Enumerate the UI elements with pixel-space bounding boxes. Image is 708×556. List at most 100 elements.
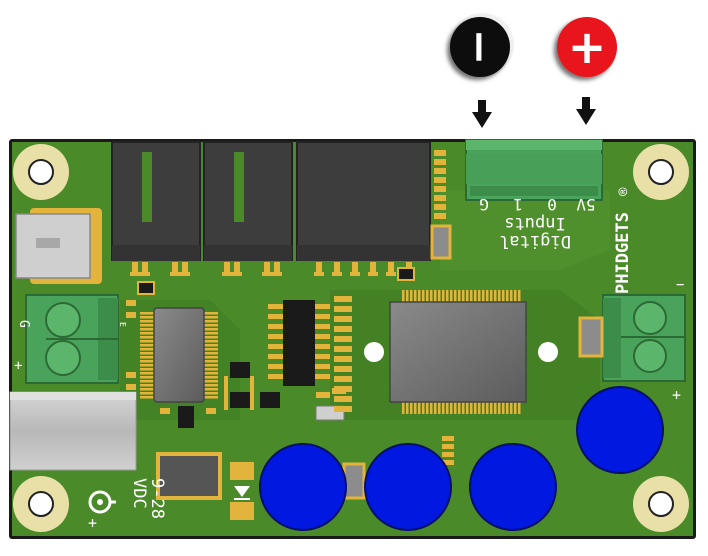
mounting-hole [13, 144, 69, 200]
resistor [442, 444, 454, 449]
chip-pin [430, 402, 433, 414]
small-mark-label: E [118, 322, 127, 327]
chip-pin [204, 392, 218, 395]
chip-pin [490, 402, 493, 414]
chip-pin [140, 364, 154, 367]
chip-pin [414, 402, 417, 414]
chip-pin [140, 388, 154, 391]
pin-label-g: G [479, 195, 489, 214]
chip-pin [140, 324, 154, 327]
chip-pin [140, 320, 154, 323]
chip-pin [418, 402, 421, 414]
chip-pin [466, 402, 469, 414]
chip-pin [442, 402, 445, 414]
connector-pin [352, 262, 358, 272]
logic-chip [268, 300, 330, 386]
connector-pin [224, 262, 230, 272]
chip-pin [438, 402, 441, 414]
microcontroller-chip [389, 290, 527, 414]
resistor [126, 384, 136, 390]
power-unit-label: VDC [129, 478, 149, 509]
chip-pin [494, 402, 497, 414]
chip-pin [486, 402, 489, 414]
connector-pin [142, 262, 148, 272]
chip-pin [315, 364, 330, 369]
inputs-title-line-1: Digital [499, 231, 571, 251]
resistor [334, 346, 352, 352]
chip-pin [466, 290, 469, 302]
chip-pin [268, 334, 283, 339]
chip-pin [506, 290, 509, 302]
chip-pin [474, 290, 477, 302]
minus-marker: − [450, 13, 514, 77]
inductor [156, 452, 222, 500]
resistor [442, 436, 454, 441]
resistor [434, 150, 446, 156]
chip-pin [140, 332, 154, 335]
capacitor [576, 386, 664, 474]
connector-pin [386, 272, 396, 276]
chip-pin [268, 354, 283, 359]
resistor [334, 396, 352, 402]
registered-mark: ® [616, 187, 632, 196]
resistor [334, 366, 352, 372]
chip-pin [454, 402, 457, 414]
connector-pin [332, 272, 342, 276]
chip-pin [514, 290, 517, 302]
resistor [334, 336, 352, 342]
resistor [334, 326, 352, 332]
chip-pin [268, 344, 283, 349]
chip-pin [140, 312, 154, 315]
chip-pin [438, 290, 441, 302]
output-terminal-block [602, 294, 686, 382]
chip-pin [402, 402, 405, 414]
arrow-down-icon [576, 97, 596, 125]
chip-pin [474, 402, 477, 414]
connector-pin [274, 262, 280, 272]
chip-pin [268, 314, 283, 319]
mounting-hole [633, 144, 689, 200]
chip-pin [140, 356, 154, 359]
chip-pin [140, 368, 154, 371]
chip-pin [204, 388, 218, 391]
resistor [442, 460, 454, 465]
chip-pin [426, 402, 429, 414]
driver-chip [140, 307, 218, 403]
chip-pin [470, 290, 473, 302]
chip-pin [315, 314, 330, 319]
resistor [126, 372, 136, 378]
chip-pin [502, 290, 505, 302]
plus-marker: + [557, 17, 617, 77]
connector-pin [368, 272, 378, 276]
power-range-label: 9-28 [147, 478, 167, 519]
chip-pin [315, 374, 330, 379]
chip-pin [140, 336, 154, 339]
resistor [434, 159, 446, 165]
chip-pin [506, 402, 509, 414]
digital-inputs-label: Digital Inputs 5V 0 1 G [479, 195, 595, 251]
chip-pin [422, 290, 425, 302]
chip-pin [446, 290, 449, 302]
arrow-down-icon [472, 100, 492, 128]
chip-pin [430, 290, 433, 302]
resistor [206, 408, 216, 414]
chip-pin [510, 290, 513, 302]
chip-pin [204, 352, 218, 355]
connector-pin [172, 262, 178, 272]
chip-pin [450, 290, 453, 302]
connector-pin [130, 272, 140, 276]
chip-pin [442, 290, 445, 302]
chip-pin [458, 402, 461, 414]
resistor [434, 186, 446, 192]
chip-pin [315, 344, 330, 349]
resistor [434, 213, 446, 219]
connector-pin [234, 262, 240, 272]
resistor-array [126, 150, 454, 465]
chip-pin [418, 290, 421, 302]
mounting-hole [13, 476, 69, 532]
mounting-hole [633, 476, 689, 532]
chip-pin [315, 324, 330, 329]
chip-pin [510, 402, 513, 414]
chip-pin [518, 402, 521, 414]
